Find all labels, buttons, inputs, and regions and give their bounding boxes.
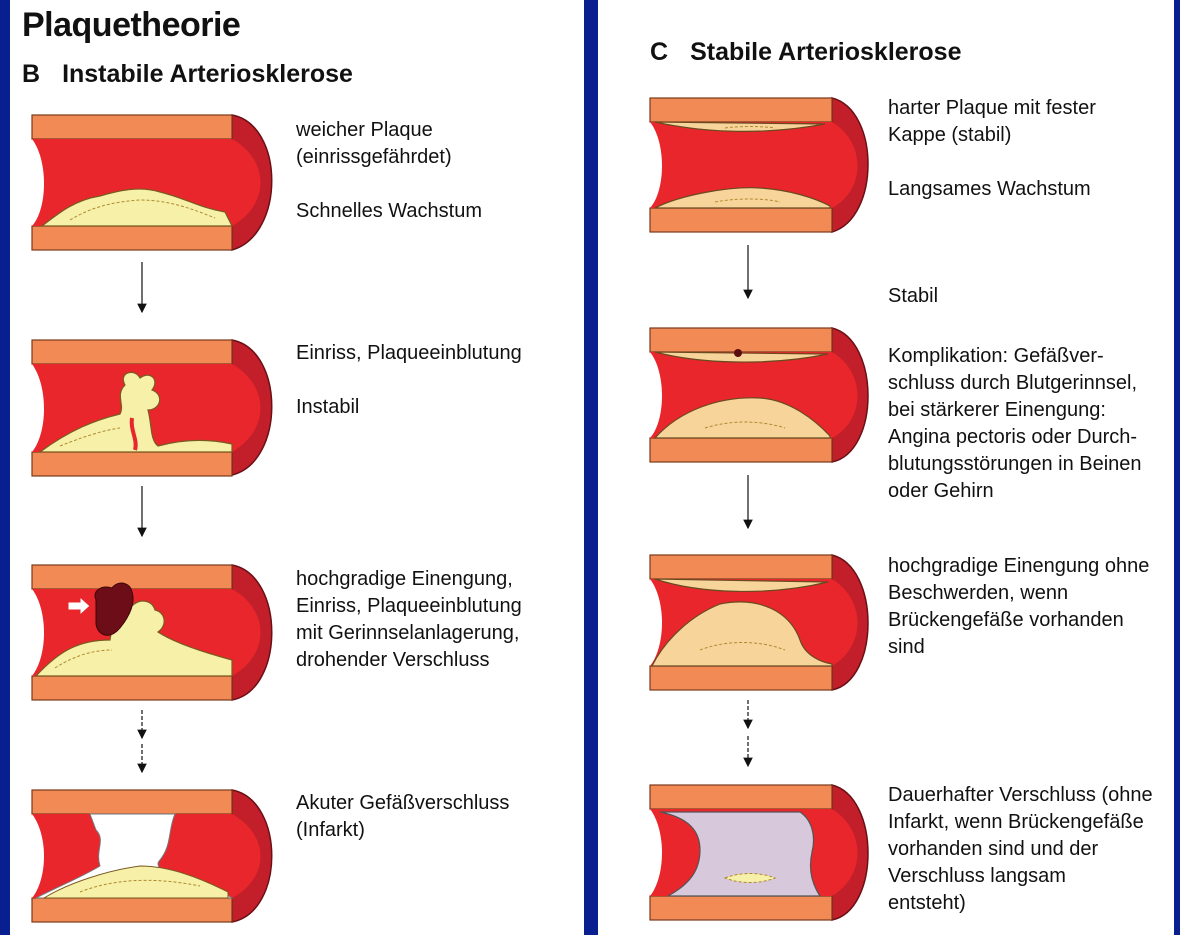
caption-line: Akuter Gefäßverschluss — [296, 790, 509, 817]
caption-line: Dauerhafter Verschluss (ohne — [888, 782, 1153, 809]
caption-line: Komplikation: Gefäßver- — [888, 343, 1142, 370]
vessel-bottom-wall — [32, 676, 232, 700]
caption-line: bei stärkerer Einengung: — [888, 397, 1142, 424]
caption-line: drohender Verschluss — [296, 647, 522, 674]
caption-c4: hochgradige Einengung ohne Beschwerden, … — [888, 553, 1149, 661]
vessel-top-wall — [32, 790, 232, 814]
caption-line: mit Gerinnselanlagerung, — [296, 620, 522, 647]
caption-line: hochgradige Einengung, — [296, 566, 522, 593]
vessel-top-wall — [32, 340, 232, 364]
section-b-heading: B Instabile Arteriosklerose — [22, 60, 353, 89]
caption-line: Einriss, Plaqueeinblutung — [296, 593, 522, 620]
vessel-top-wall — [32, 565, 232, 589]
caption-line: weicher Plaque — [296, 117, 482, 144]
vessel-top-wall — [650, 328, 832, 352]
vessel-c3 — [650, 555, 868, 690]
vessel-top-wall — [650, 555, 832, 579]
vessel-c4 — [650, 785, 868, 920]
caption-line: schluss durch Blutgerinnsel, — [888, 370, 1142, 397]
caption-line: sind — [888, 634, 1149, 661]
section-c-title: Stabile Arteriosklerose — [690, 38, 961, 66]
caption-line: Beschwerden, wenn — [888, 580, 1149, 607]
vessel-bottom-wall — [32, 898, 232, 922]
caption-line — [888, 149, 1096, 176]
caption-line: oder Gehirn — [888, 478, 1142, 505]
thrombus-dot — [734, 349, 742, 357]
caption-c1: harter Plaque mit fester Kappe (stabil) … — [888, 95, 1096, 203]
vessel-b3 — [32, 565, 272, 700]
caption-b2: Einriss, Plaqueeinblutung Instabil — [296, 340, 522, 421]
caption-line: hochgradige Einengung ohne — [888, 553, 1149, 580]
vessel-c1 — [650, 98, 868, 232]
vessel-b4 — [32, 790, 272, 922]
vessel-b2 — [32, 340, 272, 476]
caption-line: entsteht) — [888, 890, 1153, 917]
caption-c2: Stabil — [888, 283, 938, 310]
caption-b4: Akuter Gefäßverschluss (Infarkt) — [296, 790, 509, 844]
caption-line: Schnelles Wachstum — [296, 198, 482, 225]
vessel-c2 — [650, 328, 868, 462]
caption-line: Verschluss langsam — [888, 863, 1153, 890]
vessel-bottom-wall — [32, 226, 232, 250]
vessel-bottom-wall — [650, 896, 832, 920]
vessel-b1 — [32, 115, 272, 250]
caption-line: vorhanden sind und der — [888, 836, 1153, 863]
vessel-bottom-wall — [650, 208, 832, 232]
caption-line: (Infarkt) — [296, 817, 509, 844]
caption-b3: hochgradige Einengung, Einriss, Plaqueei… — [296, 566, 522, 674]
section-b-letter: B — [22, 60, 40, 89]
section-b-title: Instabile Arteriosklerose — [62, 60, 353, 88]
section-c-letter: C — [650, 38, 668, 67]
caption-c3: Komplikation: Gefäßver- schluss durch Bl… — [888, 343, 1142, 505]
caption-line — [296, 171, 482, 198]
caption-line: Infarkt, wenn Brückengefäße — [888, 809, 1153, 836]
vessel-bottom-wall — [650, 438, 832, 462]
caption-line: Einriss, Plaqueeinblutung — [296, 340, 522, 367]
vessel-top-wall — [650, 785, 832, 809]
vessel-bottom-wall — [32, 452, 232, 476]
section-c-heading: C Stabile Arteriosklerose — [650, 38, 961, 67]
caption-line: harter Plaque mit fester — [888, 95, 1096, 122]
caption-c5: Dauerhafter Verschluss (ohne Infarkt, we… — [888, 782, 1153, 917]
page-title: Plaquetheorie — [22, 6, 240, 45]
caption-line: Instabil — [296, 394, 522, 421]
caption-line: Brückengefäße vorhanden — [888, 607, 1149, 634]
vessel-top-wall — [650, 98, 832, 122]
caption-line: blutungsstörungen in Beinen — [888, 451, 1142, 478]
caption-line: Kappe (stabil) — [888, 122, 1096, 149]
caption-line — [296, 367, 522, 394]
caption-b1: weicher Plaque (einrissgefährdet) Schnel… — [296, 117, 482, 225]
caption-line: (einrissgefährdet) — [296, 144, 482, 171]
vessel-bottom-wall — [650, 666, 832, 690]
caption-line: Stabil — [888, 283, 938, 310]
caption-line: Angina pectoris oder Durch- — [888, 424, 1142, 451]
caption-line: Langsames Wachstum — [888, 176, 1096, 203]
vessel-top-wall — [32, 115, 232, 139]
